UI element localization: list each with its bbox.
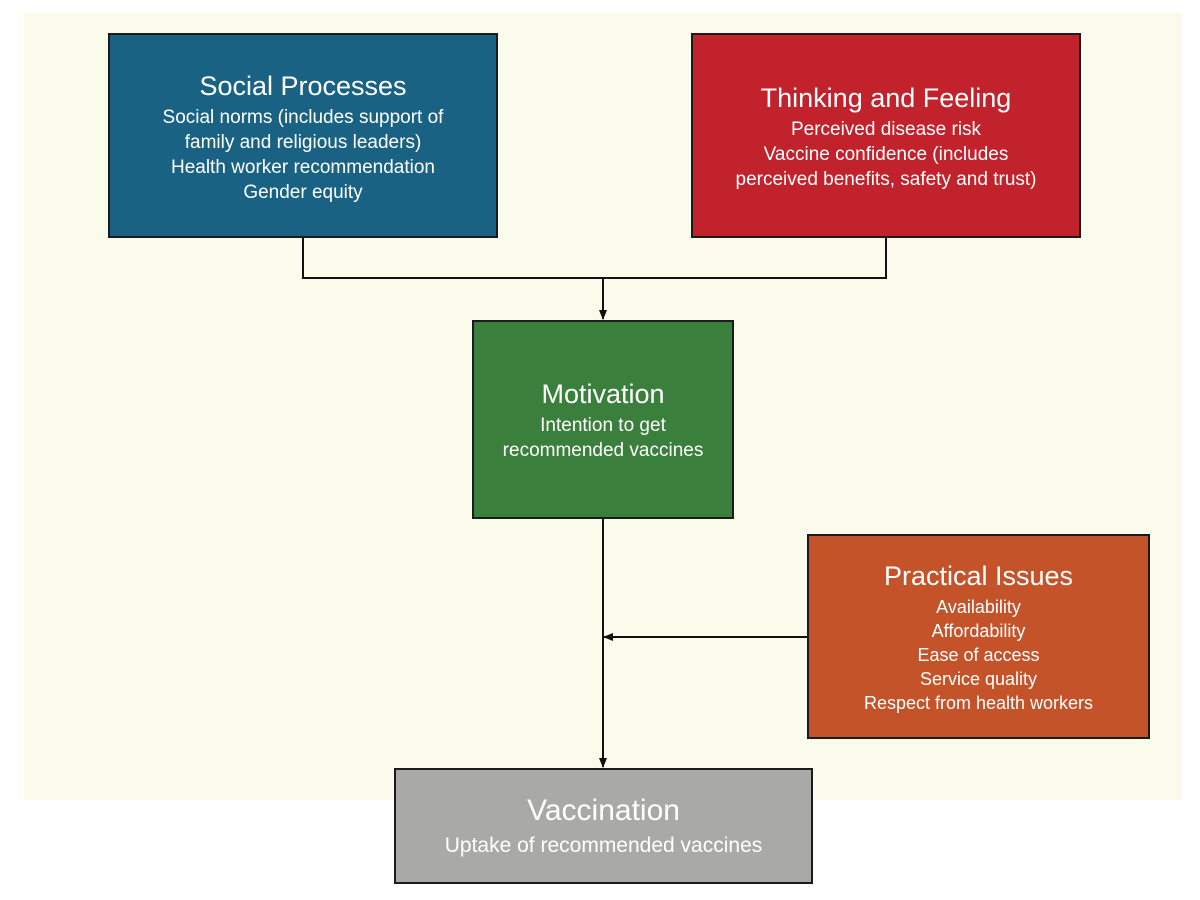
practical-issues-line: Respect from health workers <box>863 692 1094 713</box>
motivation-line: recommended vaccines <box>502 439 704 461</box>
thinking-feeling-title: Thinking and Feeling <box>760 83 1012 113</box>
social-processes-box: Social Processes Social norms (includes … <box>108 33 498 238</box>
social-processes-line: Gender equity <box>243 182 363 203</box>
thinking-feeling-line: Perceived disease risk <box>790 119 982 140</box>
practical-issues-line: Service quality <box>919 668 1038 689</box>
thinking-feeling-line: perceived benefits, safety and trust) <box>735 169 1037 190</box>
vaccination-box: Vaccination Uptake of recommended vaccin… <box>394 768 813 884</box>
practical-issues-line: Availability <box>936 596 1021 617</box>
motivation-title: Motivation <box>541 378 665 409</box>
thinking-feeling-line: Vaccine confidence (includes <box>763 144 1009 165</box>
connector-social-thinking-join <box>302 238 887 279</box>
practical-issues-line: Ease of access <box>917 644 1040 665</box>
thinking-feeling-box: Thinking and Feeling Perceived disease r… <box>691 33 1081 238</box>
social-processes-line: Social norms (includes support of <box>162 107 444 128</box>
social-processes-line: family and religious leaders) <box>184 132 422 153</box>
practical-issues-line: Affordability <box>931 620 1026 641</box>
motivation-box: Motivation Intention to get recommended … <box>472 320 734 519</box>
social-processes-line: Health worker recommendation <box>170 157 435 178</box>
practical-issues-title: Practical Issues <box>883 560 1074 591</box>
social-processes-title: Social Processes <box>199 71 407 101</box>
practical-issues-box: Practical Issues Availability Affordabil… <box>807 534 1150 739</box>
vaccination-title: Vaccination <box>527 794 680 827</box>
motivation-line: Intention to get <box>540 414 666 436</box>
vaccination-line: Uptake of recommended vaccines <box>444 834 763 857</box>
